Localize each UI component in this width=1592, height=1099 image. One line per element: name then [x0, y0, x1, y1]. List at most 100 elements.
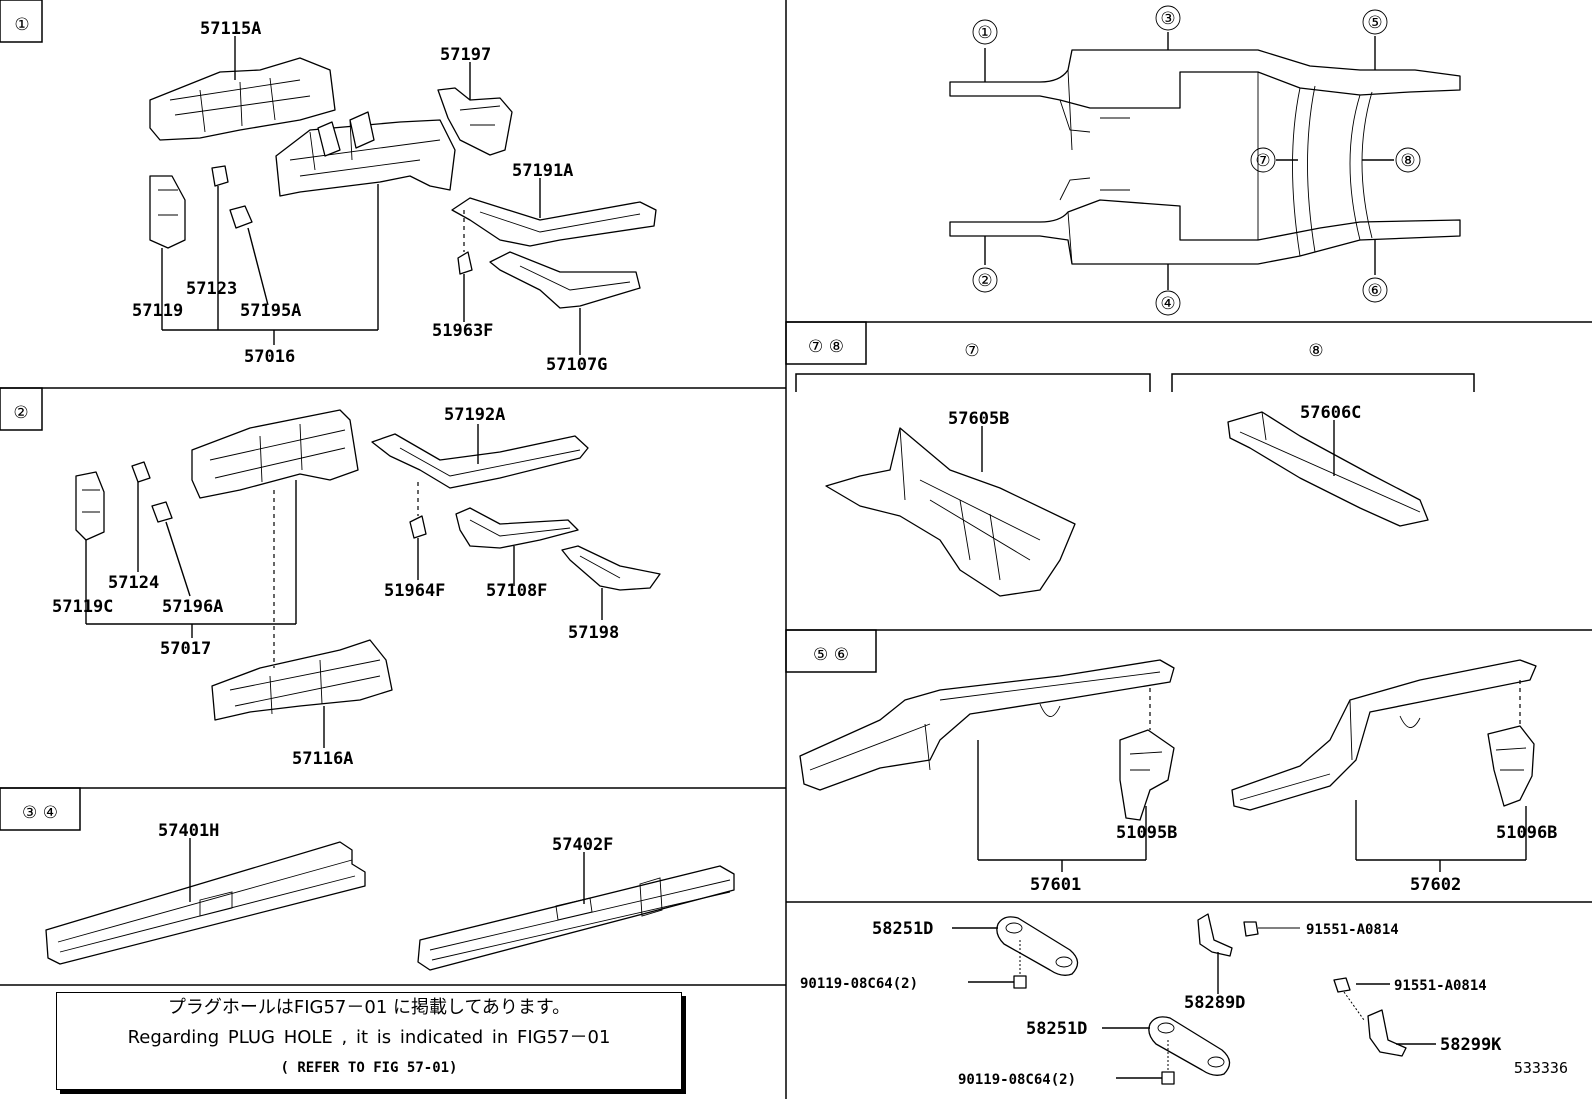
part-57115A-drawing: [149, 57, 336, 141]
bracket-58299K-drawing: [1367, 1009, 1407, 1057]
part-57108F-drawing: [455, 507, 579, 549]
bolt-91551-lower-drawing: [1333, 977, 1365, 1021]
section-tag-56: ⑤ ⑥: [785, 629, 877, 673]
label-57123: 57123: [186, 279, 237, 299]
part-57016-drawing: [275, 111, 456, 197]
part-57192A-drawing: [371, 433, 589, 489]
label-57195A: 57195A: [240, 301, 301, 321]
fastener-leaders: [952, 927, 1436, 1079]
part-57401H-drawing: [45, 841, 366, 965]
part-58251D-upper-drawing: [996, 916, 1079, 976]
svg-text:⑦ ⑧: ⑦ ⑧: [808, 337, 844, 357]
part-57197-drawing: [437, 87, 513, 156]
label-57198: 57198: [568, 623, 619, 643]
part-51963F-drawing: [457, 251, 473, 275]
sub-label-7: ⑦: [964, 341, 979, 361]
part-57119-drawing: [149, 175, 186, 249]
label-57107G: 57107G: [546, 355, 607, 375]
part-57119C-drawing: [75, 471, 105, 541]
plug-hole-note: プラグホールはFIG57－01 に掲載してあります。 Regarding PLU…: [56, 992, 682, 1090]
note-line-english: Regarding PLUG HOLE , it is indicated in…: [127, 1027, 611, 1048]
part-57107G-drawing: [489, 251, 641, 309]
note-line-refer: ( REFER TO FIG 57-01): [280, 1060, 458, 1076]
part-57191A-drawing: [451, 197, 657, 247]
svg-text:③ ④: ③ ④: [22, 803, 58, 823]
label-91551-lower: 91551-A0814: [1394, 978, 1487, 994]
note-line-japanese: プラグホールはFIG57－01 に掲載してあります。: [167, 997, 571, 1018]
label-57119: 57119: [132, 301, 183, 321]
label-57191A: 57191A: [512, 161, 573, 181]
part-57123-drawing: [211, 165, 229, 187]
svg-text:③: ③: [1160, 9, 1175, 29]
label-90119-lower: 90119-08C64(2): [958, 1072, 1076, 1088]
svg-text:⑤ ⑥: ⑤ ⑥: [813, 645, 849, 665]
svg-text:⑦: ⑦: [1255, 151, 1270, 171]
bracket-7: [795, 373, 1151, 392]
part-57606C-drawing: [1227, 411, 1429, 527]
svg-text:⑧: ⑧: [1400, 151, 1415, 171]
part-57195A-drawing: [229, 205, 253, 229]
part-51964F-drawing: [409, 515, 427, 539]
label-57602: 57602: [1410, 875, 1461, 895]
part-57116A-drawing: [211, 639, 393, 721]
section-tag-1: ①: [0, 0, 43, 43]
label-57016: 57016: [244, 347, 295, 367]
label-58251D-upper: 58251D: [872, 919, 933, 939]
part-58251D-lower-drawing: [1148, 1016, 1231, 1076]
svg-text:⑥: ⑥: [1367, 281, 1382, 301]
label-51095B: 51095B: [1116, 823, 1177, 843]
label-57119C: 57119C: [52, 597, 113, 617]
label-57124: 57124: [108, 573, 159, 593]
svg-text:①: ①: [977, 23, 992, 43]
label-58251D-lower: 58251D: [1026, 1019, 1087, 1039]
label-57192A: 57192A: [444, 405, 505, 425]
section-tag-78: ⑦ ⑧: [785, 321, 867, 365]
label-57108F: 57108F: [486, 581, 547, 601]
part-57601-drawing: [799, 659, 1175, 791]
part-57602-drawing: [1231, 659, 1537, 811]
svg-text:①: ①: [14, 15, 29, 35]
label-58289D: 58289D: [1184, 993, 1245, 1013]
section2-leaders: [85, 424, 603, 748]
svg-text:②: ②: [977, 271, 992, 291]
label-57116A: 57116A: [292, 749, 353, 769]
label-57017: 57017: [160, 639, 211, 659]
label-57196A: 57196A: [162, 597, 223, 617]
label-58299K: 58299K: [1440, 1035, 1502, 1055]
part-57198-drawing: [561, 545, 661, 591]
label-57197: 57197: [440, 45, 491, 65]
bracket-58289D-drawing: [1197, 913, 1233, 957]
section-tag-34: ③ ④: [0, 787, 81, 831]
part-57196A-drawing: [151, 501, 173, 523]
section-tag-2: ②: [0, 387, 43, 431]
label-57606C: 57606C: [1300, 403, 1361, 423]
part-51095B-drawing: [1119, 729, 1175, 821]
part-57017-drawing: [191, 409, 359, 499]
label-57401H: 57401H: [158, 821, 219, 841]
bolt-90119-lower-drawing: [1161, 1040, 1175, 1085]
label-57605B: 57605B: [948, 409, 1009, 429]
overview-callouts: ① ② ③ ④ ⑤ ⑥ ⑦ ⑧: [972, 5, 1421, 316]
figure-code: 533336: [1513, 1059, 1568, 1077]
svg-text:④: ④: [1160, 294, 1175, 314]
bracket-8: [1171, 373, 1475, 392]
svg-text:②: ②: [13, 403, 28, 423]
label-51096B: 51096B: [1496, 823, 1557, 843]
section56-leaders: [977, 740, 1527, 872]
bolt-90119-upper-drawing: [1013, 940, 1027, 989]
label-57402F: 57402F: [552, 835, 613, 855]
part-51096B-drawing: [1487, 725, 1535, 807]
label-57601: 57601: [1030, 875, 1081, 895]
label-90119-upper: 90119-08C64(2): [800, 976, 918, 992]
label-51964F: 51964F: [384, 581, 445, 601]
part-57124-drawing: [131, 461, 151, 483]
frame-overview: [949, 49, 1461, 265]
svg-text:⑤: ⑤: [1367, 13, 1382, 33]
part-57605B-drawing: [825, 427, 1076, 597]
label-57115A: 57115A: [200, 19, 261, 39]
label-51963F: 51963F: [432, 321, 493, 341]
sub-label-8: ⑧: [1308, 341, 1323, 361]
part-57402F-drawing: [417, 865, 735, 971]
